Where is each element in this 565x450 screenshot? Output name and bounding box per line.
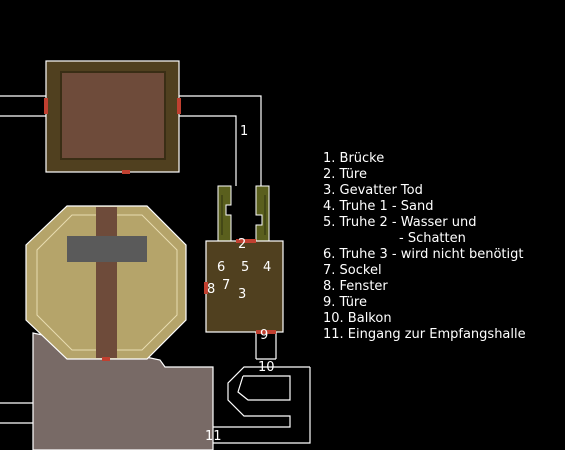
legend-item-2: 2. Türe xyxy=(323,167,367,182)
octagon-room xyxy=(25,205,187,361)
legend-item-10: 10. Balkon xyxy=(323,311,392,326)
top-room-door-right xyxy=(177,98,181,114)
legend-item-9: 9. Türe xyxy=(323,295,367,310)
bridge-pillars xyxy=(217,185,270,242)
chest-room-door-top xyxy=(236,239,256,243)
top-room xyxy=(44,60,181,174)
marker-4: 4 xyxy=(263,260,271,275)
map-markers: 1 2 6 5 4 7 8 3 9 10 11 xyxy=(205,124,275,444)
top-room-door-bottom xyxy=(122,170,130,174)
legend-item-4: 4. Truhe 1 - Sand xyxy=(323,199,434,214)
marker-5: 5 xyxy=(241,260,249,275)
octagon-cross-vertical xyxy=(96,207,117,358)
legend-item-7: 7. Sockel xyxy=(323,263,382,278)
reception-hall xyxy=(32,332,214,450)
chest-room-door-bottom xyxy=(256,330,276,334)
marker-9: 9 xyxy=(260,328,268,343)
marker-10: 10 xyxy=(258,360,275,375)
marker-11: 11 xyxy=(205,429,222,444)
legend-item-3: 3. Gevatter Tod xyxy=(323,183,423,198)
legend-item-11: 11. Eingang zur Empfangshalle xyxy=(323,327,526,342)
legend-item-5: 5. Truhe 2 - Wasser und xyxy=(323,215,477,230)
chest-room-window xyxy=(204,282,208,294)
marker-7: 7 xyxy=(222,278,230,293)
legend-item-6: 6. Truhe 3 - wird nicht benötigt xyxy=(323,247,524,262)
legend-item-8: 8. Fenster xyxy=(323,279,388,294)
chest-room xyxy=(204,239,284,334)
corridor-lines xyxy=(0,95,311,444)
marker-8: 8 xyxy=(207,282,215,297)
octagon-cross-bar xyxy=(67,236,147,262)
map-legend: 1. Brücke 2. Türe 3. Gevatter Tod 4. Tru… xyxy=(323,151,526,343)
top-room-door-left xyxy=(44,98,48,114)
marker-2: 2 xyxy=(238,237,246,252)
legend-item-1: 1. Brücke xyxy=(323,151,385,166)
legend-item-5-continued: - Schatten xyxy=(399,231,466,246)
octagon-door xyxy=(102,357,110,361)
marker-6: 6 xyxy=(217,260,225,275)
marker-1: 1 xyxy=(240,124,248,139)
marker-3: 3 xyxy=(238,287,246,302)
